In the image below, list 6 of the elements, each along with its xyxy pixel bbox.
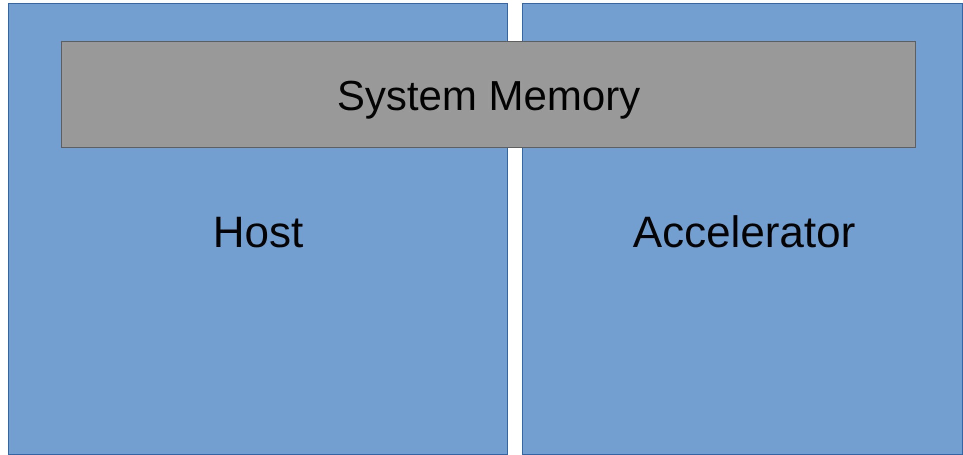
host-block [8, 148, 508, 455]
accelerator-block [522, 148, 963, 455]
memory-block [61, 41, 916, 148]
block-label: System Memory [336, 72, 642, 120]
block-label: Accelerator [632, 208, 856, 258]
block-label: Host [212, 208, 304, 258]
